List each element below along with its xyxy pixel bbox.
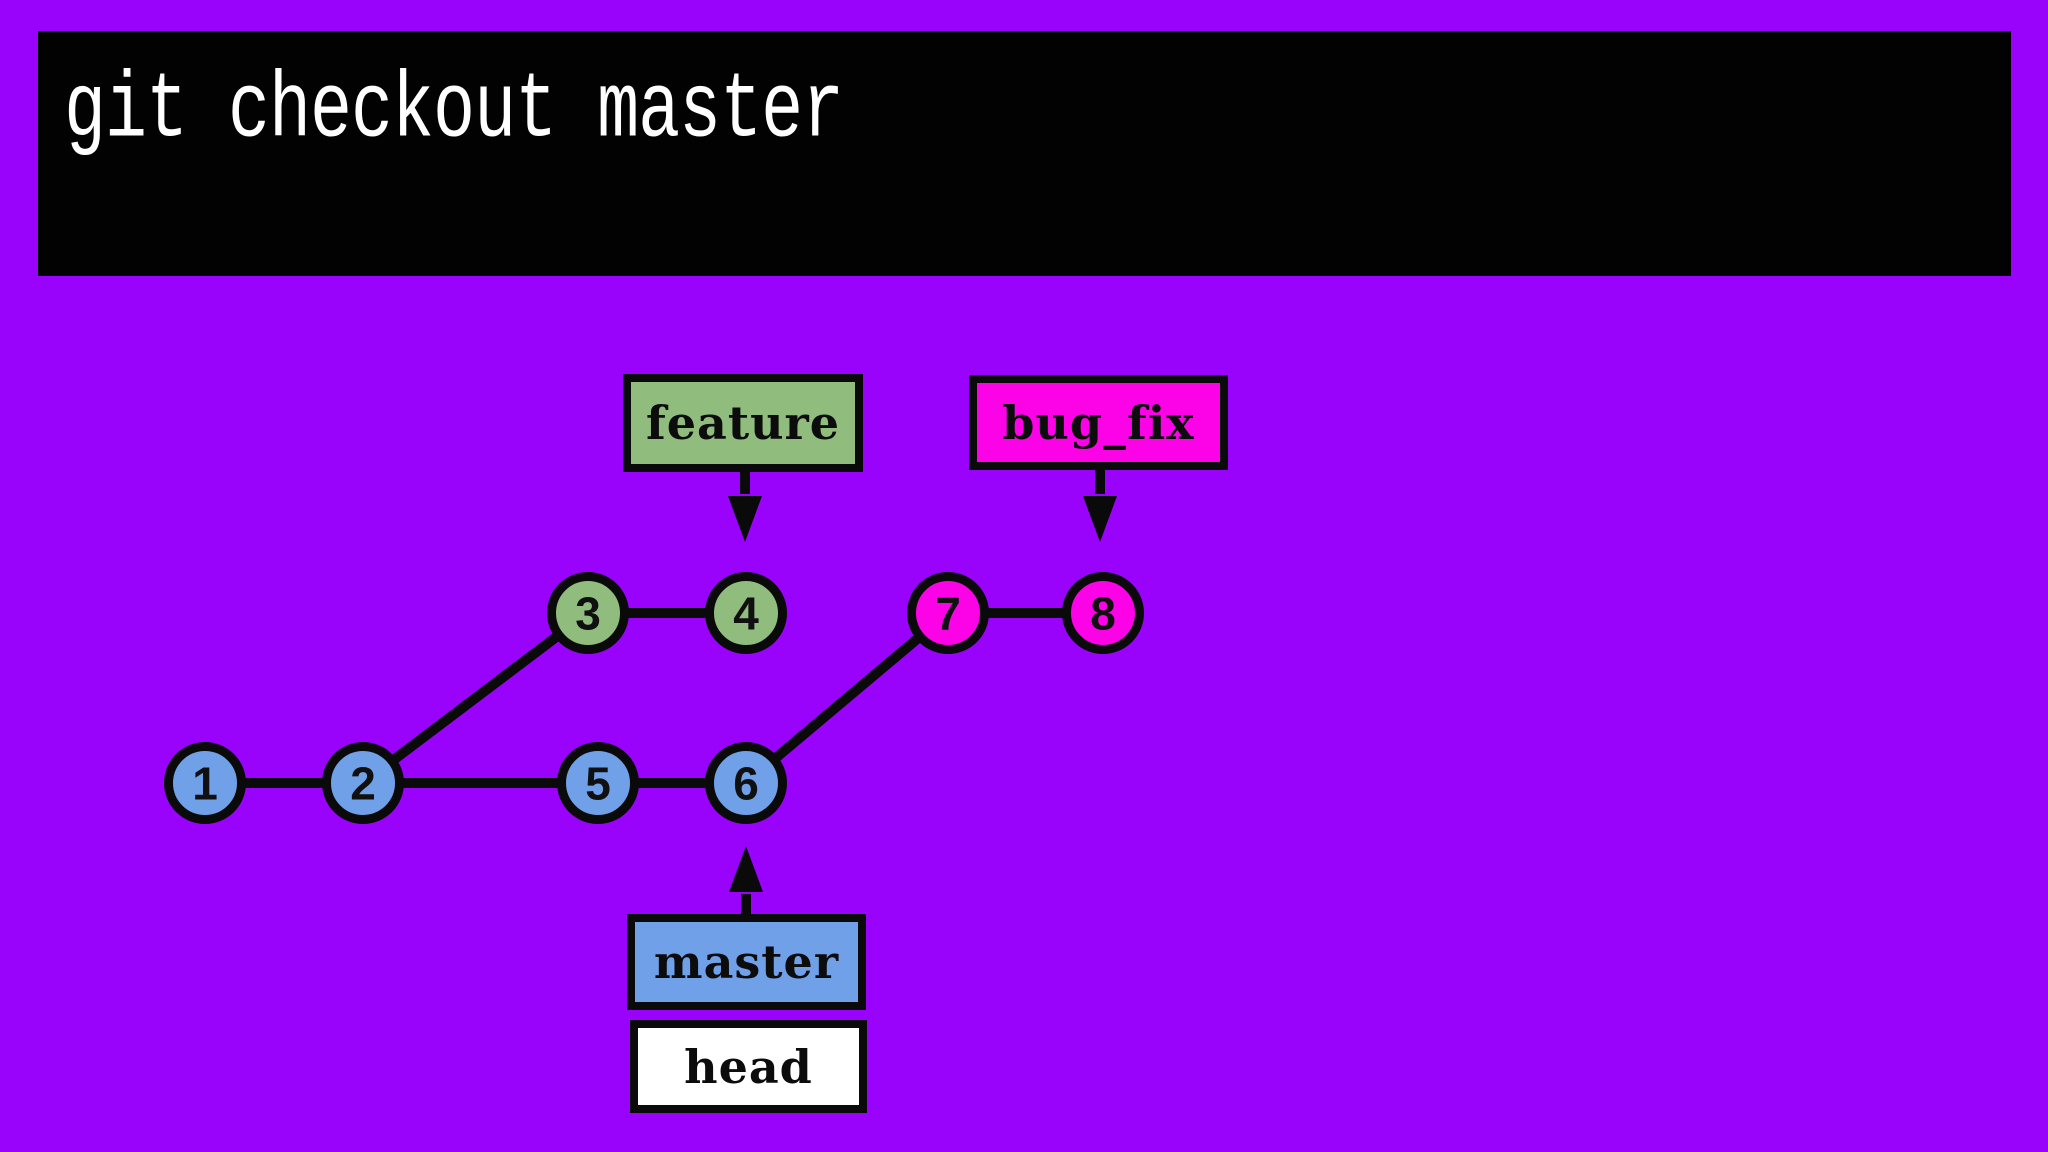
commit-node-3 bbox=[547, 572, 629, 654]
branch-label-bug-fix-text: bug_fix bbox=[1002, 395, 1195, 450]
branch-label-feature: feature bbox=[623, 374, 863, 472]
terminal-command: git checkout master bbox=[64, 60, 844, 165]
terminal-panel: git checkout master bbox=[38, 31, 2011, 276]
commit-node-label-7: 7 bbox=[935, 588, 961, 640]
branch-label-master-text: master bbox=[653, 935, 840, 989]
commit-node-7 bbox=[907, 572, 989, 654]
commit-node-label-1: 1 bbox=[192, 758, 218, 810]
commit-node-8 bbox=[1062, 572, 1144, 654]
commit-node-label-4: 4 bbox=[733, 588, 759, 640]
commit-node-label-5: 5 bbox=[585, 758, 611, 810]
commit-node-label-2: 2 bbox=[350, 758, 376, 810]
commit-node-label-3: 3 bbox=[575, 588, 601, 640]
branch-arrow-head-feature bbox=[728, 496, 762, 542]
branch-label-master: master bbox=[627, 914, 866, 1010]
commit-node-6 bbox=[705, 742, 787, 824]
commit-edge-2-3 bbox=[359, 609, 592, 787]
branch-label-bug-fix: bug_fix bbox=[969, 375, 1228, 470]
commit-node-2 bbox=[322, 742, 404, 824]
commit-node-1 bbox=[164, 742, 246, 824]
head-label-text: head bbox=[684, 1039, 813, 1094]
commit-node-4 bbox=[705, 572, 787, 654]
branch-label-feature-text: feature bbox=[645, 396, 841, 450]
head-label: head bbox=[630, 1020, 867, 1113]
branch-arrow-head-bug_fix bbox=[1083, 496, 1117, 542]
branch-arrow-head-master bbox=[729, 846, 763, 892]
commit-node-label-8: 8 bbox=[1090, 588, 1116, 640]
commit-edge-6-7 bbox=[742, 609, 952, 787]
commit-node-5 bbox=[557, 742, 639, 824]
commit-node-label-6: 6 bbox=[733, 758, 759, 810]
